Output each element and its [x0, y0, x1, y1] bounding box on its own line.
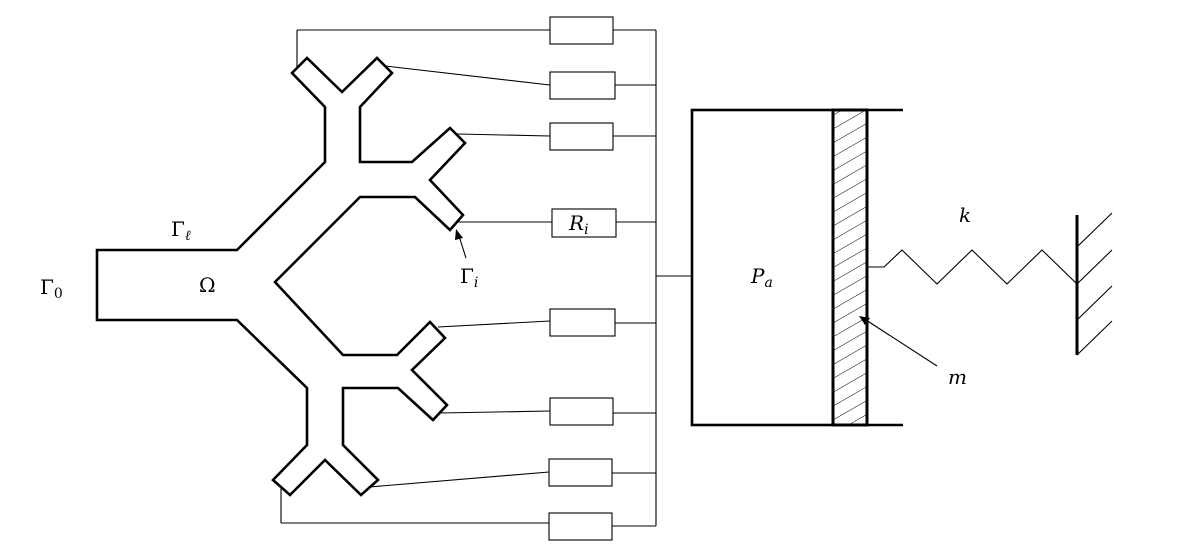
outlet-wires [280, 29, 552, 524]
resistor-5 [549, 308, 616, 337]
omega-label: Ω [199, 273, 216, 297]
gamma-i-pointer [455, 229, 467, 259]
resistor-label: Ri [568, 211, 589, 238]
mass-label: m [948, 365, 967, 389]
resistor-3 [549, 122, 614, 151]
resistor-6 [549, 397, 614, 426]
pressure-label: Pa [750, 264, 773, 291]
resistor-7 [548, 458, 613, 487]
resistor-4 [551, 208, 617, 238]
airway-tree-outline [95, 56, 467, 497]
resistor-1 [549, 16, 614, 45]
mass-pointer [859, 316, 938, 367]
fixed-wall [1075, 212, 1113, 356]
gamma0-label: Γ0 [40, 275, 63, 302]
resistor-2 [549, 71, 616, 100]
spring-constant-label: k [959, 203, 971, 227]
resistor-bank [548, 16, 617, 541]
spring [867, 249, 1078, 285]
piston-mass [831, 108, 869, 427]
gamma-i-label: Γi [460, 264, 478, 291]
bus-wires [612, 29, 692, 527]
resistor-8 [548, 512, 613, 541]
gamma-l-label: Γℓ [171, 217, 191, 244]
